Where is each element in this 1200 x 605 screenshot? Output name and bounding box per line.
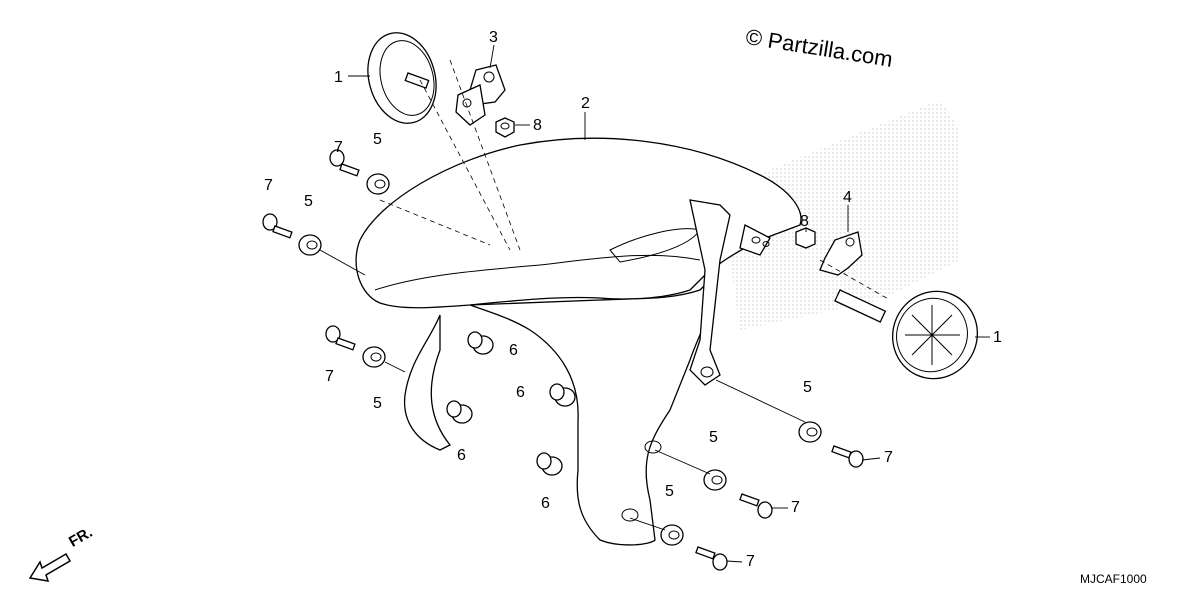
reflector-right [834, 289, 979, 380]
grommet-c [362, 346, 386, 368]
callout-8-top: 8 [533, 117, 542, 134]
callout-1-left: 1 [334, 69, 343, 86]
grommets [298, 173, 822, 546]
diagram-code: MJCAF1000 [1080, 572, 1147, 586]
clip-c [549, 383, 576, 407]
callout-2: 2 [581, 95, 590, 112]
callout-7-f: 7 [746, 553, 755, 570]
callout-7-e: 7 [791, 499, 800, 516]
callout-3: 3 [489, 29, 498, 46]
nut-right [795, 227, 816, 249]
grommet-f [660, 524, 684, 546]
bolt-d [831, 445, 864, 468]
grommet-b [298, 234, 322, 256]
bracket-right [819, 231, 863, 276]
watermark-shading [720, 100, 960, 330]
clip-b [446, 400, 473, 424]
callout-5-c: 5 [373, 395, 382, 412]
bolt-f [695, 546, 728, 571]
callout-6-d: 6 [541, 495, 550, 512]
bolt-b [262, 213, 293, 239]
nut-top [495, 117, 515, 138]
bolt-e [739, 493, 773, 519]
clip-d [536, 452, 563, 476]
callout-5-b: 5 [304, 193, 313, 210]
callout-7-b: 7 [264, 177, 273, 194]
clips [446, 331, 576, 476]
callout-5-a: 5 [373, 131, 382, 148]
grommet-d [798, 421, 822, 443]
bolt-a [329, 149, 360, 177]
callout-4: 4 [843, 189, 852, 206]
leader-lines [319, 44, 990, 563]
callout-8-right: 8 [800, 213, 809, 230]
bolts [262, 149, 864, 571]
callout-6-a: 6 [509, 342, 518, 359]
callout-7-d: 7 [884, 449, 893, 466]
bracket-upper [455, 64, 506, 126]
callout-7-c: 7 [325, 368, 334, 385]
callout-7-a: 7 [334, 139, 343, 156]
callout-labels: 1 1 2 3 4 5 5 5 5 5 5 6 6 6 6 7 7 7 7 7 … [264, 29, 1002, 570]
grommet-a [366, 173, 390, 195]
callout-6-c: 6 [457, 447, 466, 464]
bolt-c [325, 325, 356, 351]
callout-5-f: 5 [665, 483, 674, 500]
front-direction-arrow [28, 552, 72, 582]
clip-a [467, 331, 494, 355]
callout-6-b: 6 [516, 384, 525, 401]
front-fender [355, 137, 802, 546]
callout-5-d: 5 [803, 379, 812, 396]
grommet-e [703, 469, 727, 491]
callout-1-right: 1 [993, 329, 1002, 346]
reflector-left [367, 32, 437, 124]
callout-5-e: 5 [709, 429, 718, 446]
